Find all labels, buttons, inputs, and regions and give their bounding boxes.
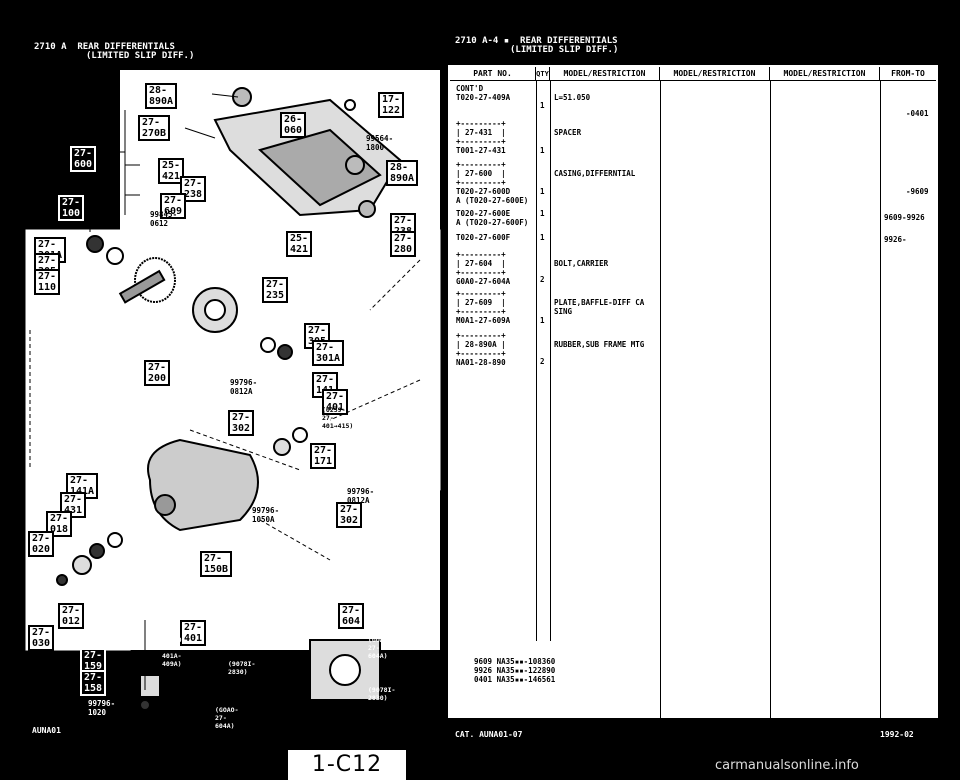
tag-27-302-upper: 27-302 bbox=[228, 410, 255, 436]
watermark-text: carmanualsonline.info bbox=[715, 758, 859, 773]
row-part: T020-27-600F bbox=[456, 233, 511, 242]
tag-27-401-lower: 27-401 bbox=[180, 620, 207, 646]
row-fromto: 9926- bbox=[884, 235, 907, 244]
col-header-qty: QTY bbox=[536, 67, 550, 81]
parts-table: PART NO. QTY MODEL/RESTRICTION MODEL/RES… bbox=[448, 65, 938, 718]
tag-28-890a-right: 28-890A bbox=[386, 160, 419, 186]
tag-25-421-lower: 25-421 bbox=[286, 231, 313, 257]
row-restriction: RUBBER,SUB FRAME MTG bbox=[554, 340, 645, 349]
row-qty: 1 bbox=[540, 187, 545, 196]
col-header-from-to: FROM-TO bbox=[880, 67, 936, 81]
leader-lines bbox=[29, 93, 421, 690]
col-divider bbox=[660, 81, 661, 718]
row-qty: 1 bbox=[540, 209, 545, 218]
row-qty: 2 bbox=[540, 357, 545, 366]
footer-date: 1992-02 bbox=[880, 730, 914, 739]
tag-28-890a: 28-890A bbox=[145, 83, 178, 109]
label-99796-0812a-lower: 99796-0812A bbox=[347, 487, 375, 505]
label-99845-0612: 99845-0612 bbox=[150, 210, 178, 228]
tag-27-030: 27-030 bbox=[28, 625, 55, 651]
label-99796-1050a: 99796-1050A bbox=[252, 506, 280, 524]
left-header-title: 2710 A REAR DIFFERENTIALS bbox=[34, 42, 175, 52]
left-header-subtitle: (LIMITED SLIP DIFF.) bbox=[86, 51, 195, 61]
label-99781-2830: 99781-2830 bbox=[284, 623, 312, 641]
tag-27-301a-right: 27-301A bbox=[312, 340, 345, 366]
page-id-badge: 1-C12 bbox=[288, 750, 406, 780]
label-90781-2830-left: (9078I-2830) bbox=[228, 660, 256, 676]
col-header-part-no: PART NO. bbox=[450, 67, 536, 81]
row-restriction: SPACER bbox=[554, 128, 582, 137]
tag-27-158: 27-158 bbox=[80, 670, 107, 696]
label-0259-27-401: (0259-27-401→415) bbox=[322, 406, 354, 430]
tag-27-401: 27-401 bbox=[322, 389, 349, 415]
tag-27-270b: 27-270B bbox=[138, 115, 171, 141]
col-divider bbox=[770, 81, 771, 718]
label-goao-27-604a-right: (GOAO-27-604A) bbox=[368, 636, 392, 660]
tag-27-150b: 27-150B bbox=[200, 551, 233, 577]
tag-26-060: 26-060 bbox=[280, 112, 307, 138]
col-header-restriction-2: MODEL/RESTRICTION bbox=[660, 67, 770, 81]
row-restriction: CASING,DIFFERNTIAL bbox=[554, 169, 636, 178]
tag-17-122: 17-122 bbox=[378, 92, 405, 118]
tag-27-020: 27-020 bbox=[28, 531, 55, 557]
row-part: +---------+ | 27-600 | +---------+ T020-… bbox=[456, 160, 529, 205]
row-fromto: -0401 bbox=[906, 109, 929, 118]
label-99564-1800: 99564-1800 bbox=[366, 134, 394, 152]
row-qty: 1 bbox=[540, 101, 545, 110]
diagram-panel-lower bbox=[26, 230, 440, 650]
col-header-restriction-1: MODEL/RESTRICTION bbox=[550, 67, 660, 81]
col-divider bbox=[880, 81, 881, 718]
tag-27-431: 27-431 bbox=[60, 492, 87, 518]
tag-27-280: 27-280 bbox=[390, 231, 417, 257]
tag-25-421-upper: 25-421 bbox=[158, 158, 185, 184]
tag-27-235: 27-235 bbox=[262, 277, 289, 303]
label-90781-2830-right: (9078I-2830) bbox=[368, 686, 396, 702]
row-restriction: PLATE,BAFFLE-DIFF CA SING bbox=[554, 298, 645, 316]
row-part: +---------+ | 27-431 | +---------+ T001-… bbox=[456, 119, 506, 155]
label-99796-0812a-upper: 99796-0812A bbox=[230, 378, 258, 396]
tag-27-609: 27-609 bbox=[160, 193, 187, 219]
row-part: CONT'D T020-27-409A bbox=[456, 84, 511, 102]
tag-27-110: 27-110 bbox=[34, 269, 61, 295]
subframe-shape bbox=[213, 87, 402, 218]
label-goao-27-604a-bottom: (GOAO-27-604A) bbox=[215, 706, 239, 730]
row-part: +---------+ | 28-890A | +---------+ NA01… bbox=[456, 331, 506, 367]
footer-catalog: CAT. AUNA01-07 bbox=[455, 730, 523, 739]
right-header-title: 2710 A-4 ▪ REAR DIFFERENTIALS bbox=[455, 36, 618, 46]
row-fromto: 9609-9926 bbox=[884, 213, 925, 222]
row-qty: 1 bbox=[540, 233, 545, 242]
row-qty: 1 bbox=[540, 316, 545, 325]
col-header-restriction-3: MODEL/RESTRICTION bbox=[770, 67, 880, 81]
tag-27-012: 27-012 bbox=[58, 603, 85, 629]
tag-27-302-lower: 27-302 bbox=[336, 502, 363, 528]
serial-notes: 9609 NA35▪▪-108360 9926 NA35▪▪-122890 04… bbox=[474, 657, 556, 684]
tag-27-171: 27-171 bbox=[310, 443, 337, 469]
row-part: +---------+ | 27-609 | +---------+ M0A1-… bbox=[456, 289, 511, 325]
differential-housing bbox=[56, 235, 381, 711]
label-99796-1020: 99796-1020 bbox=[88, 699, 116, 717]
footer-left-code: AUNA01 bbox=[32, 726, 61, 735]
tag-27-159: 27-159 bbox=[80, 648, 107, 674]
row-part: T020-27-600E A (T020-27-600F) bbox=[456, 209, 529, 227]
tag-27-100: 27-100 bbox=[58, 195, 85, 221]
col-divider bbox=[536, 81, 537, 641]
row-restriction: BOLT,CARRIER bbox=[554, 259, 609, 268]
tag-27-600: 27-600 bbox=[70, 146, 97, 172]
col-divider bbox=[550, 81, 551, 641]
row-qty: 2 bbox=[540, 275, 545, 284]
tag-27-200: 27-200 bbox=[144, 360, 171, 386]
row-fromto: -9609 bbox=[906, 187, 929, 196]
row-part: +---------+ | 27-604 | +---------+ G0A0-… bbox=[456, 250, 511, 286]
tag-27-604: 27-604 bbox=[338, 603, 365, 629]
right-header-subtitle: (LIMITED SLIP DIFF.) bbox=[510, 45, 619, 55]
label-99511-1800: 99511-1800 bbox=[366, 73, 394, 91]
row-restriction: L=51.050 bbox=[554, 93, 591, 102]
label-t020-27-401a: (T020-27-401A-409A) bbox=[162, 636, 186, 668]
row-qty: 1 bbox=[540, 146, 545, 155]
